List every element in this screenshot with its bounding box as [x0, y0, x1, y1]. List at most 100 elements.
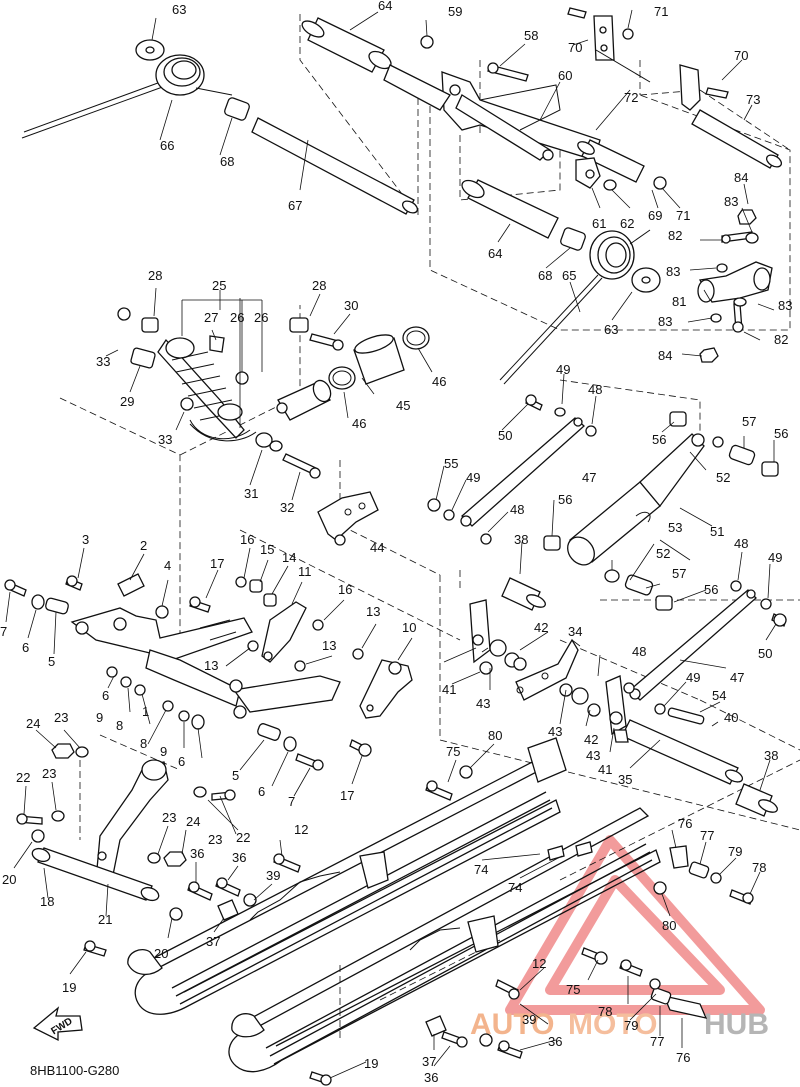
part-47-link-lower	[629, 589, 757, 701]
callout-52: 52	[656, 546, 670, 561]
outline-lower	[79, 570, 800, 840]
callout-47: 47	[730, 670, 744, 685]
callout-56: 56	[652, 432, 666, 447]
part-12-bolt-right	[495, 979, 520, 1000]
callout-15: 15	[260, 542, 274, 557]
callout-7: 7	[288, 794, 295, 809]
watermark-triangle	[505, 835, 765, 1015]
callout-39: 39	[266, 868, 280, 883]
part-19-bolt	[83, 940, 107, 957]
callout-74: 74	[508, 880, 522, 895]
callout-69: 69	[648, 208, 662, 223]
part-82-bolt-bottom	[732, 303, 744, 333]
part-6-washers-mid	[106, 666, 205, 730]
part-46-clamp-bottom	[328, 366, 356, 390]
callout-67: 67	[288, 198, 302, 213]
part-39-nut-left	[243, 893, 257, 907]
part-23-washers	[51, 746, 207, 864]
part-3-bolt	[65, 575, 83, 591]
part-57-collar-a	[728, 444, 756, 466]
callout-75: 75	[566, 982, 580, 997]
part-49-washer-a	[443, 509, 455, 521]
callout-45: 45	[396, 398, 410, 413]
callout-9: 9	[160, 744, 167, 759]
callout-42: 42	[534, 620, 548, 635]
part-58-bolt	[487, 62, 529, 82]
callout-37: 37	[422, 1054, 436, 1069]
callout-52: 52	[716, 470, 730, 485]
part-10-bracket	[359, 659, 413, 719]
callout-28: 28	[312, 278, 326, 293]
part-45-sleeve	[353, 334, 405, 385]
callout-36: 36	[548, 1034, 562, 1049]
part-6-washer-left	[31, 594, 45, 610]
callout-50: 50	[498, 428, 512, 443]
callout-5: 5	[232, 768, 239, 783]
part-59-nut	[420, 35, 434, 49]
part-40-shaft	[613, 719, 744, 785]
part-79-washers	[649, 872, 722, 990]
callout-16: 16	[240, 532, 254, 547]
callout-76: 76	[678, 816, 692, 831]
callout-83: 83	[666, 264, 680, 279]
callout-26: 26	[254, 310, 268, 325]
callout-48: 48	[588, 382, 602, 397]
callout-57: 57	[672, 566, 686, 581]
callout-57: 57	[742, 414, 756, 429]
part-15-collar	[249, 579, 263, 593]
part-57-collar-b	[624, 574, 654, 596]
part-76-stoppers	[662, 845, 708, 1019]
fwd-arrow-icon: FWD	[32, 1006, 83, 1042]
part-48-washer-b	[480, 533, 492, 545]
callout-38: 38	[514, 532, 528, 547]
callout-71: 71	[654, 4, 668, 19]
part-38-bushing-a	[501, 577, 546, 611]
part-5-collar-right	[257, 723, 281, 741]
part-11-bracket	[261, 601, 307, 663]
callout-23: 23	[54, 710, 68, 725]
part-33-nut-mid	[180, 397, 194, 411]
part-84-nuts	[699, 209, 757, 363]
callout-43: 43	[476, 696, 490, 711]
callout-56: 56	[774, 426, 788, 441]
part-41-bracket-right	[605, 675, 627, 736]
part-21-lower-arm	[31, 759, 169, 902]
callout-18: 18	[40, 894, 54, 909]
part-17-bolt-a	[189, 596, 211, 613]
part-56-collar-d	[655, 595, 673, 611]
part-47-link-upper	[460, 417, 585, 527]
callout-77: 77	[650, 1034, 664, 1049]
callout-10: 10	[402, 620, 416, 635]
outline-rear-shock	[339, 379, 701, 576]
callout-54: 54	[712, 688, 726, 703]
callout-68: 68	[538, 268, 552, 283]
part-19-bolt-b	[309, 1071, 332, 1086]
part-68-bushing-mid	[560, 227, 586, 251]
callout-46: 46	[432, 374, 446, 389]
callout-49: 49	[556, 362, 570, 377]
callout-19: 19	[364, 1056, 378, 1071]
part-24-nut	[51, 743, 75, 759]
callout-23: 23	[42, 766, 56, 781]
part-slide-rail-left	[127, 737, 567, 1015]
callout-73: 73	[746, 92, 760, 107]
callout-76: 76	[676, 1050, 690, 1065]
callout-84: 84	[734, 170, 748, 185]
callout-25: 25	[212, 278, 226, 293]
callout-53: 53	[668, 520, 682, 535]
callout-8: 8	[140, 736, 147, 751]
callout-82: 82	[774, 332, 788, 347]
callout-43: 43	[586, 748, 600, 763]
callout-36: 36	[232, 850, 246, 865]
callout-71: 71	[676, 208, 690, 223]
watermark-text-hub: HUB	[704, 1008, 769, 1041]
part-31-collar	[255, 432, 283, 452]
part-48-washer-c	[730, 580, 742, 592]
callout-43: 43	[548, 724, 562, 739]
part-70-bracket-top	[567, 7, 615, 61]
callout-29: 29	[120, 394, 134, 409]
callout-65: 65	[562, 268, 576, 283]
part-55-nut	[427, 498, 441, 512]
part-71-nut-mid	[653, 176, 667, 190]
callout-24: 24	[186, 814, 200, 829]
